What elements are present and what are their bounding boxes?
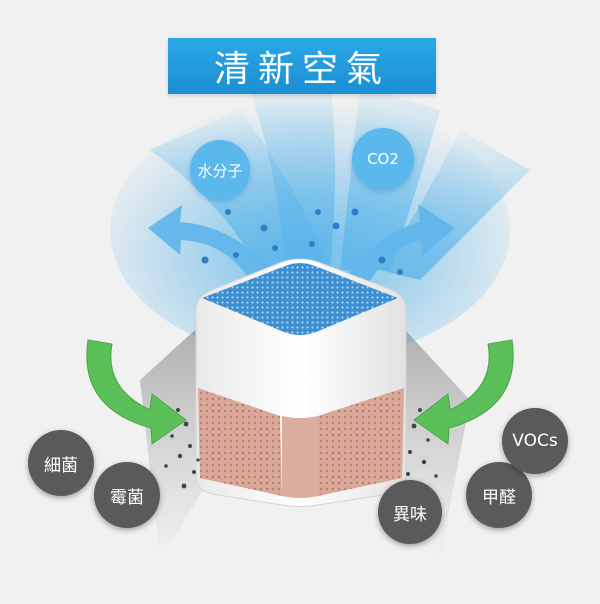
- co2-bubble: CO2: [352, 128, 414, 190]
- vocs-bubble: VOCs: [502, 408, 568, 474]
- intake-arrow-icon: [86, 339, 514, 445]
- water-molecule-bubble: 水分子: [190, 140, 250, 200]
- vocs-label: VOCs: [512, 431, 558, 451]
- top-air-outlet-mesh: [202, 263, 398, 335]
- mold-label: 霉菌: [110, 487, 144, 508]
- odor-bubble: 異味: [378, 480, 442, 544]
- page-title: 清新空氣: [168, 38, 436, 94]
- air-purifier-device: [195, 258, 407, 507]
- formaldehyde-bubble: 甲醛: [466, 462, 532, 528]
- co2-label: CO2: [367, 150, 399, 168]
- water-molecule-label: 水分子: [197, 161, 243, 180]
- outflow-arrow-icon: [148, 204, 455, 290]
- bacteria-label: 細菌: [44, 455, 78, 476]
- odor-label: 異味: [393, 504, 427, 525]
- mold-bubble: 霉菌: [94, 462, 160, 528]
- air-intake-grille-left: [198, 388, 282, 496]
- formaldehyde-label: 甲醛: [482, 487, 516, 508]
- bacteria-bubble: 細菌: [28, 430, 94, 496]
- air-intake-grille-right: [318, 388, 404, 496]
